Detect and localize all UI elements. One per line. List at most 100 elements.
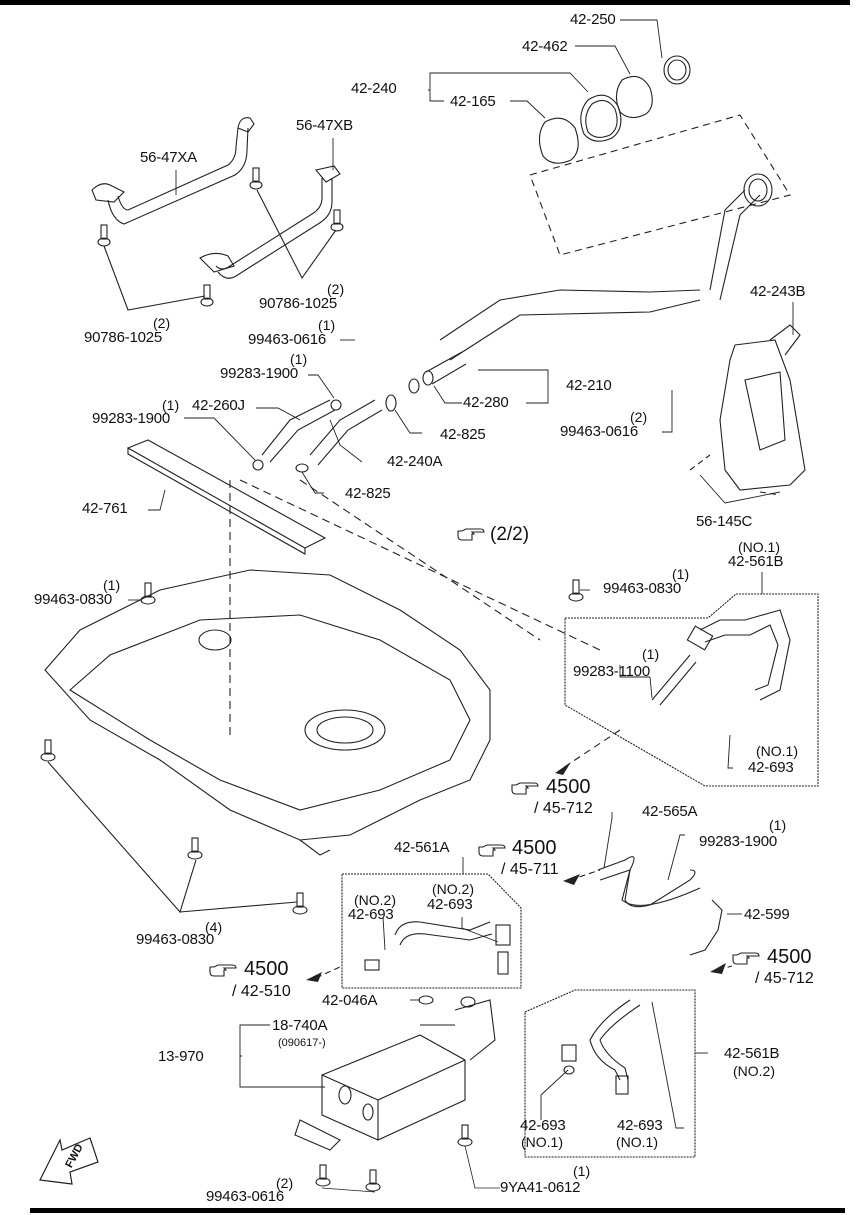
callout-56-145C[interactable]: 56-145C [696, 513, 753, 530]
fwd-arrow-icon [39, 1137, 99, 1185]
callout-90786-1025-b[interactable]: 90786-1025 [259, 295, 338, 312]
callout-42-825-b[interactable]: 42-825 [345, 485, 391, 502]
callout-42-462[interactable]: 42-462 [522, 38, 568, 55]
top-border [0, 0, 850, 5]
callout-42-250[interactable]: 42-250 [570, 11, 616, 28]
callout-42-240A[interactable]: 42-240A [387, 453, 443, 470]
callout-42-561B-no2[interactable]: 42-561B [724, 1045, 780, 1062]
note-42-693-no1-a: (NO.1) [756, 743, 798, 759]
bolts-99463-0616-bottom-drawing [315, 1164, 381, 1192]
note-18-740A: (090617-) [278, 1037, 326, 1049]
callout-90786-1025-a[interactable]: 90786-1025 [84, 329, 163, 346]
arrow-to-45-712-b [710, 963, 726, 974]
callout-42-260J[interactable]: 42-260J [192, 397, 245, 414]
fuel-tank-drawing [44, 569, 491, 856]
fuel-cap-drawing [663, 55, 691, 85]
qty-99463-0830-b: (1) [672, 566, 690, 582]
xref-sub-45-712-a[interactable]: / 45-712 [534, 800, 593, 817]
callout-99463-0616-a[interactable]: 99463-0616 [248, 331, 327, 348]
hose-42-565A-drawing [597, 856, 701, 908]
callout-42-693-no1-c[interactable]: 42-693 [617, 1117, 663, 1134]
callout-18-740A[interactable]: 18-740A [272, 1017, 328, 1034]
clip-99283-1900-drawing-b [252, 459, 264, 471]
qty-99283-1900-a: (1) [290, 351, 308, 367]
clamp-42-825-drawing-b [295, 463, 309, 473]
note-42-693-no2-b: (NO.2) [432, 881, 474, 897]
callout-42-693-no1-b[interactable]: 42-693 [520, 1117, 566, 1134]
callout-99463-0830-b[interactable]: 99463-0830 [603, 580, 682, 597]
callout-99463-0830-a[interactable]: 99463-0830 [34, 591, 113, 608]
qty-90786-1025-a: (2) [153, 315, 171, 331]
qty-9YA41-0612: (1) [573, 1163, 591, 1179]
bracket-56-47XA-drawing [91, 117, 255, 225]
qty-90786-1025-b: (2) [327, 281, 345, 297]
callout-42-761[interactable]: 42-761 [82, 500, 128, 517]
pointing-hand-icon [457, 528, 485, 541]
hose-42-561B-no1-drawing [651, 609, 791, 706]
clamp-42-825-drawing [385, 394, 397, 412]
callout-42-243B[interactable]: 42-243B [750, 283, 806, 300]
qty-99463-0830-c: (4) [205, 919, 223, 935]
qty-99283-1900-b: (1) [162, 397, 180, 413]
pointing-hand-icon [209, 964, 237, 977]
callout-42-565A[interactable]: 42-565A [642, 803, 698, 820]
xref-sub-45-711[interactable]: / 45-711 [501, 861, 559, 878]
callout-9YA41-0612[interactable]: 9YA41-0612 [500, 1179, 581, 1196]
callout-42-693-no2-a[interactable]: 42-693 [348, 906, 394, 923]
arrow-to-45-712-a [555, 762, 571, 775]
callout-99283-1100[interactable]: 99283-1100 [573, 663, 650, 680]
callout-42-280[interactable]: 42-280 [463, 394, 509, 411]
pointing-hand-icon [478, 844, 506, 857]
callout-42-046A[interactable]: 42-046A [322, 992, 378, 1009]
callout-42-165[interactable]: 42-165 [450, 93, 496, 110]
xref-4500-45-712-b[interactable]: 4500 [767, 946, 812, 968]
callout-56-47XA[interactable]: 56-47XA [140, 149, 197, 166]
callout-42-561A[interactable]: 42-561A [394, 839, 450, 856]
callout-42-693-no1-a[interactable]: 42-693 [748, 759, 794, 776]
clamp-42-280-drawing [408, 378, 420, 394]
qty-99463-0616-a: (1) [318, 317, 336, 333]
filler-pipe-42-210-drawing [422, 173, 773, 386]
note-42-693-no1-c: (NO.1) [616, 1134, 658, 1150]
washer-42-046A-drawing [418, 995, 434, 1005]
qty-99283-1900-c: (1) [769, 817, 787, 833]
callout-99283-1900-c[interactable]: 99283-1900 [699, 833, 778, 850]
hose-42-260J-drawing [261, 399, 336, 463]
callout-99463-0830-c[interactable]: 99463-0830 [136, 931, 215, 948]
xref-sub-45-712-b[interactable]: / 45-712 [755, 970, 814, 987]
callout-42-210[interactable]: 42-210 [566, 377, 612, 394]
qty-99463-0830-a: (1) [103, 577, 121, 593]
callout-42-599[interactable]: 42-599 [744, 906, 790, 923]
callout-99463-0616-c[interactable]: 99463-0616 [206, 1188, 285, 1205]
bracket-56-47XB-drawing [199, 165, 341, 279]
note-42-561B-no2: (NO.2) [733, 1063, 775, 1079]
callout-13-970[interactable]: 13-970 [158, 1048, 204, 1065]
note-42-693-no1-b: (NO.1) [521, 1134, 563, 1150]
bracket-42-599-drawing [689, 899, 723, 956]
gasket-42-462-drawing [615, 75, 653, 119]
callout-42-240[interactable]: 42-240 [351, 80, 397, 97]
xref-4500-45-712-a[interactable]: 4500 [546, 776, 591, 798]
xref-sub-42-510[interactable]: / 42-510 [232, 983, 291, 1000]
callout-42-693-no2-b[interactable]: 42-693 [427, 896, 473, 913]
gasket-42-240-drawing [580, 94, 622, 142]
qty-99463-0616-b: (2) [630, 409, 648, 425]
bolts-90786-1025-drawing [97, 167, 344, 307]
page-reference-link[interactable]: (2/2) [490, 524, 530, 545]
xref-4500-45-711[interactable]: 4500 [512, 837, 557, 859]
callout-99283-1900-b[interactable]: 99283-1900 [92, 410, 171, 427]
gasket-42-165-drawing [538, 117, 579, 164]
protector-42-243B-drawing [719, 324, 806, 491]
callout-56-47XB[interactable]: 56-47XB [296, 117, 353, 134]
callout-42-825-a[interactable]: 42-825 [440, 426, 486, 443]
arrow-to-42-510 [306, 972, 322, 982]
bolt-9YA41-0612-drawing [457, 1124, 473, 1147]
callout-99283-1900-a[interactable]: 99283-1900 [220, 365, 299, 382]
callout-42-561B-no1[interactable]: 42-561B [728, 553, 784, 570]
qty-99283-1100: (1) [642, 646, 660, 662]
bottom-border [30, 1208, 845, 1213]
xref-4500-42-510[interactable]: 4500 [244, 958, 289, 980]
clip-99283-1900-drawing [330, 399, 342, 411]
callout-99463-0616-b[interactable]: 99463-0616 [560, 423, 639, 440]
